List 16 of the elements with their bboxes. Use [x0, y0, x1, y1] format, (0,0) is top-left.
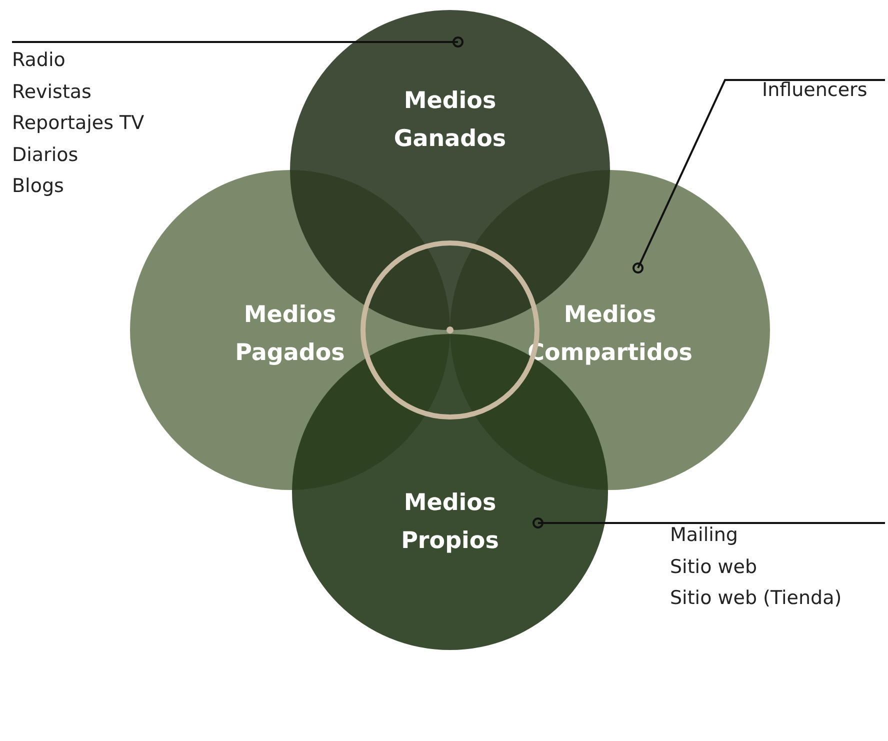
list-item: Sitio web: [670, 554, 758, 580]
list-item: Sitio web (Tienda): [670, 586, 843, 611]
circle-label: Medios Ganados: [392, 87, 508, 154]
list-item: Mailing: [670, 523, 739, 548]
list-item: Reportajes TV: [12, 111, 146, 136]
circle-label: Medios Pagados: [234, 301, 346, 368]
list-item: Influencers: [762, 78, 868, 103]
circle-label: Medios Compartidos: [526, 301, 694, 368]
leader-line: [532, 518, 885, 528]
list-item: Diarios: [12, 142, 80, 168]
leader-line: [632, 79, 885, 274]
list-item: Radio: [12, 48, 66, 73]
circle-label: Medios Propios: [400, 489, 500, 556]
list-item: Revistas: [12, 80, 92, 104]
leader-line: [12, 36, 464, 48]
list-item: Blogs: [12, 174, 65, 199]
